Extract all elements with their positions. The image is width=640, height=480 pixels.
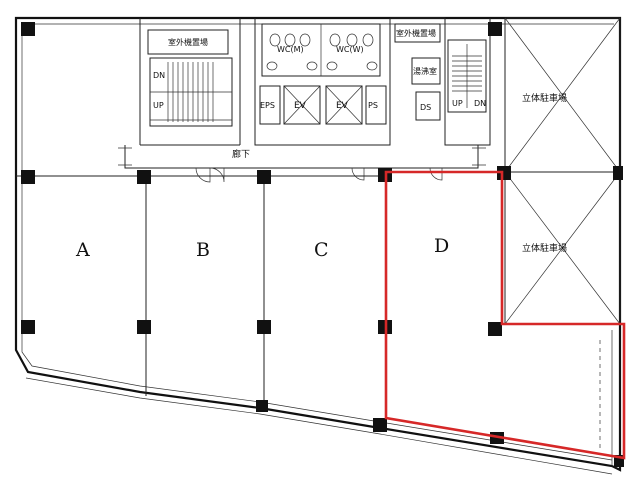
corridor-label: 廊下: [232, 148, 250, 160]
stair-right-up-label: UP: [452, 99, 463, 108]
eps-label: EPS: [260, 101, 275, 110]
unit-partitions: [16, 171, 505, 428]
unit-d-label: D: [434, 235, 449, 257]
parking-upper-label: 立体駐車場: [522, 92, 567, 104]
wc-women-label: WC(W): [336, 45, 364, 54]
unit-b-label: B: [196, 239, 210, 261]
stair-left-up-label: UP: [153, 101, 164, 110]
unit-d-highlight: [384, 170, 626, 460]
parking-area: [504, 17, 621, 466]
stair-left-dn-label: DN: [153, 71, 165, 80]
outdoor-machine-right-label: 室外機置場: [396, 28, 436, 38]
ev1-label: EV: [294, 101, 307, 111]
unit-c-label: C: [314, 239, 329, 261]
columns: [21, 22, 624, 467]
core-area: [118, 17, 491, 183]
unit-a-label: A: [75, 239, 90, 261]
wc-men-label: WC(M): [277, 45, 304, 54]
ds-label: DS: [420, 103, 431, 112]
ps-label: PS: [368, 101, 378, 110]
stair-right-dn-label: DN: [474, 99, 486, 108]
kitchenette-label: 湯沸室: [413, 66, 437, 76]
ev2-label: EV: [336, 101, 349, 111]
parking-lower-label: 立体駐車場: [522, 242, 567, 254]
outdoor-machine-left-label: 室外機置場: [168, 37, 208, 47]
